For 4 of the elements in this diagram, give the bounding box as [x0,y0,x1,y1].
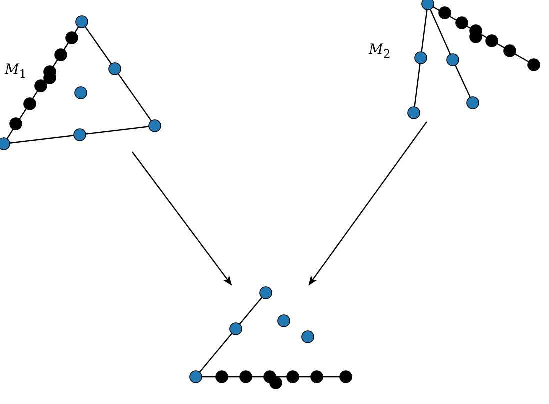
mesh-label: M$_{2}$ [369,42,391,61]
arrow [132,152,232,286]
mesh-label: M$_{1}$ [5,62,27,81]
arrow [308,122,428,286]
